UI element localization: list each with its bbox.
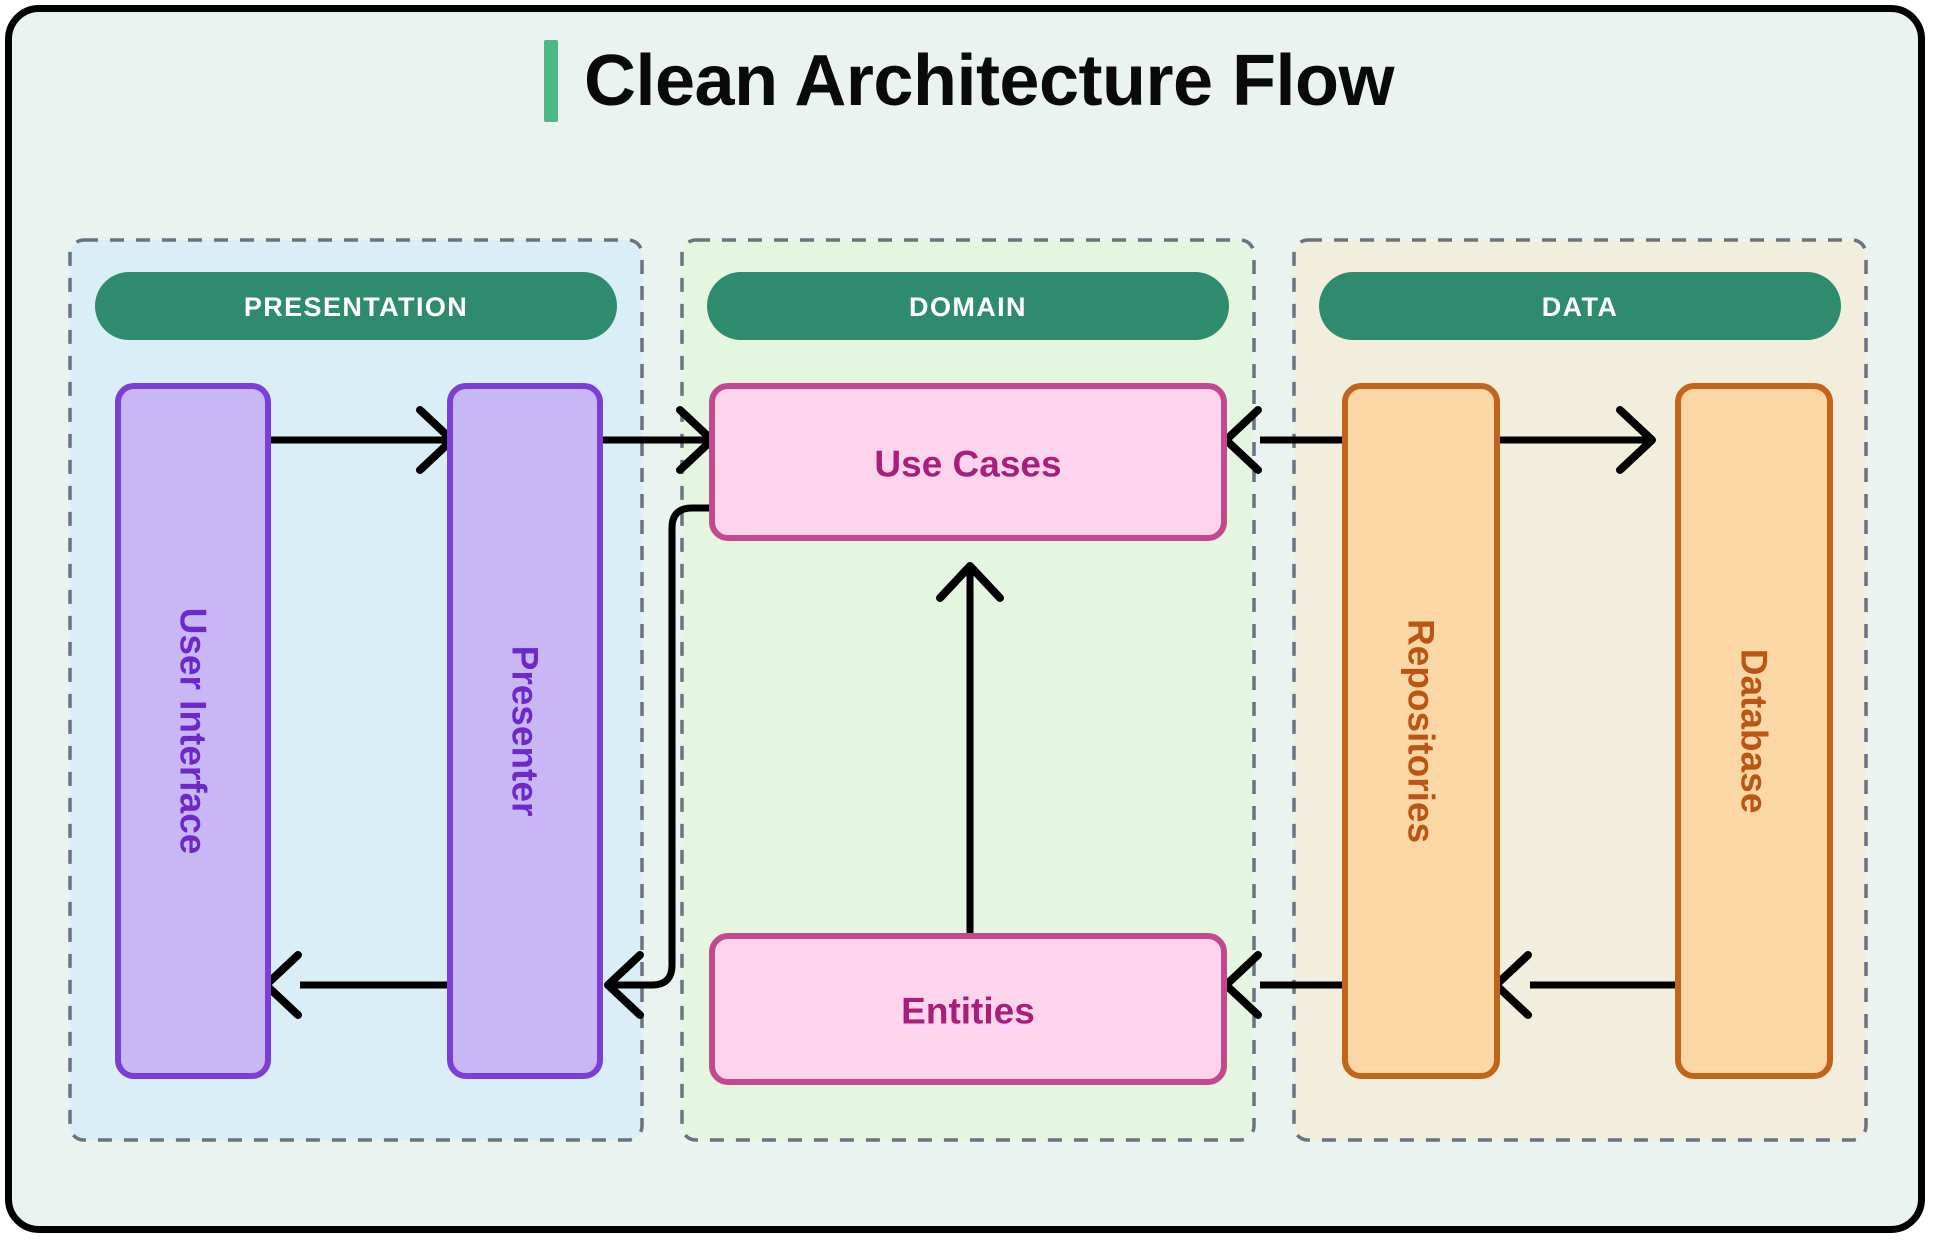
node-user-interface[interactable]: User Interface: [115, 383, 271, 1079]
layer-pill-label-presentation: PRESENTATION: [244, 292, 468, 322]
node-label-presenter: Presenter: [505, 646, 546, 817]
title-row: Clean Architecture Flow: [0, 40, 1938, 122]
node-label-entities: Entities: [901, 991, 1035, 1032]
page-title: Clean Architecture Flow: [584, 41, 1395, 121]
layer-pill-presentation[interactable]: PRESENTATION: [95, 272, 617, 340]
title-accent-bar: [544, 40, 558, 122]
layer-pill-label-data: DATA: [1542, 292, 1619, 322]
layer-pill-domain[interactable]: DOMAIN: [707, 272, 1229, 340]
node-label-database: Database: [1734, 649, 1775, 814]
node-label-repositories: Repositories: [1401, 619, 1442, 843]
edge-repositories-to-database: [1497, 406, 1656, 474]
layer-pill-data[interactable]: DATA: [1319, 272, 1841, 340]
node-entities[interactable]: Entities: [709, 933, 1227, 1085]
node-presenter[interactable]: Presenter: [447, 383, 603, 1079]
node-use-cases[interactable]: Use Cases: [709, 383, 1227, 541]
node-label-user-interface: User Interface: [173, 608, 214, 855]
edge-entities-to-usecases: [936, 562, 1004, 935]
node-label-use-cases: Use Cases: [874, 444, 1061, 485]
node-database[interactable]: Database: [1675, 383, 1833, 1079]
node-repositories[interactable]: Repositories: [1342, 383, 1500, 1079]
edge-usecases-to-presenter: [604, 504, 712, 1019]
layer-pill-label-domain: DOMAIN: [909, 292, 1027, 322]
